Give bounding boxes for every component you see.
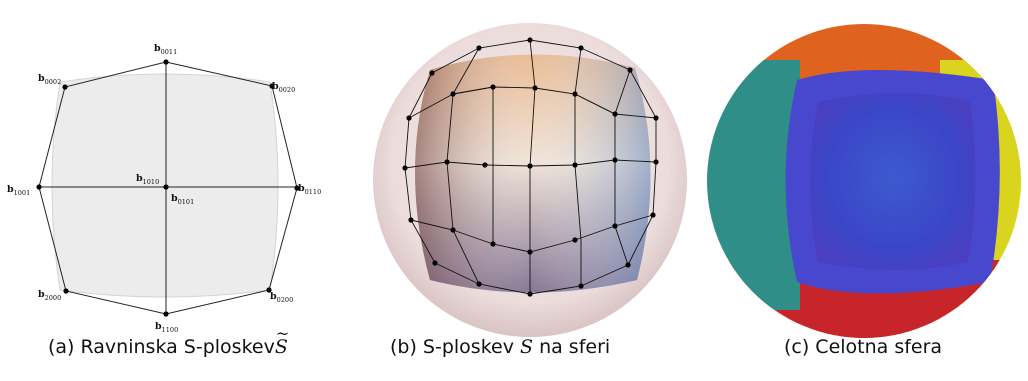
face-teal [707,60,800,310]
panel-c-full-sphere: (c) Celotna sfera [700,0,1028,381]
panel-a-planar-s-patch: b0011 b0002 b0020 b1010 b1001 b0110 b010… [0,0,340,381]
label-b0101: b0101 [171,193,194,206]
label-b0020: b0020 [272,81,295,94]
control-point-center [163,184,169,190]
label-b0011: b0011 [154,43,177,56]
caption-a-math: S [275,324,289,358]
caption-b: (b) S-ploskev S na sferi [390,336,611,358]
planar-patch-figure: b0011 b0002 b0020 b1010 b1001 b0110 b010… [7,43,321,334]
label-b1100: b1100 [155,321,178,334]
label-b1010: b1010 [136,173,159,186]
control-points [36,59,300,317]
label-b2000: b2000 [38,289,61,302]
label-b0110: b0110 [298,183,321,196]
sphere-faces [707,24,1021,338]
shaded-patch-overlay [415,54,651,293]
panel-b-s-patch-on-sphere: (b) S-ploskev S na sferi [345,0,687,381]
control-point-b0011 [163,59,169,65]
control-point-b1100 [163,311,169,317]
control-point-b1001 [36,184,42,190]
control-point-b0200 [266,287,272,293]
sphere-patch-figure [373,23,687,337]
face-blue-inner [810,93,976,270]
caption-c: (c) Celotna sfera [784,336,943,358]
label-b1001: b1001 [7,184,30,197]
control-point-b0020 [269,83,275,89]
label-b0002: b0002 [38,73,61,86]
control-point-b0002 [62,84,68,90]
control-point-b0110 [294,185,300,191]
full-sphere-figure [707,24,1021,338]
control-net-points [402,37,659,297]
label-b0200: b0200 [270,291,293,304]
control-point-b2000 [63,288,69,294]
